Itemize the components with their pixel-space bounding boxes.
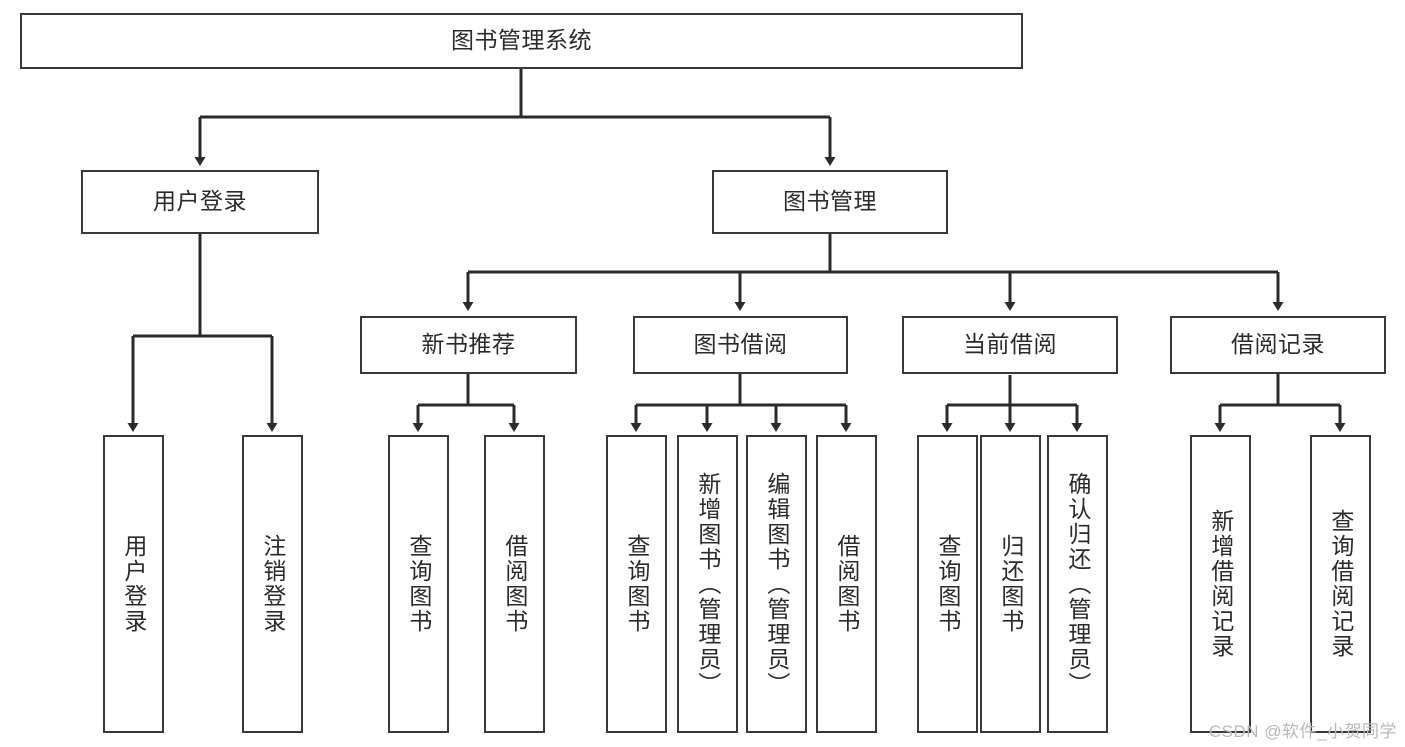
leaf-recommend-query-book[interactable]: 查询图书 bbox=[388, 435, 449, 733]
leaf-record-add[interactable]: 新增借阅记录 bbox=[1190, 435, 1251, 733]
leaf-current-return-book[interactable]: 归还图书 bbox=[980, 435, 1041, 733]
node-book-management-label: 图书管理 bbox=[783, 188, 877, 215]
leaf-borrow-add-book-label: 新增图书（管理员） bbox=[694, 471, 721, 697]
node-book-borrow[interactable]: 图书借阅 bbox=[633, 316, 848, 374]
leaf-borrow-borrow-book[interactable]: 借阅图书 bbox=[816, 435, 877, 733]
leaf-current-confirm-return[interactable]: 确认归还（管理员） bbox=[1047, 435, 1108, 733]
node-new-book-recommend[interactable]: 新书推荐 bbox=[360, 316, 577, 374]
leaf-current-confirm-return-label: 确认归还（管理员） bbox=[1064, 471, 1091, 697]
leaf-borrow-borrow-book-label: 借阅图书 bbox=[833, 534, 860, 634]
leaf-borrow-edit-book-label: 编辑图书（管理员） bbox=[763, 471, 790, 697]
leaf-borrow-add-book[interactable]: 新增图书（管理员） bbox=[677, 435, 738, 733]
leaf-recommend-borrow-book[interactable]: 借阅图书 bbox=[484, 435, 545, 733]
leaf-user-login[interactable]: 用户登录 bbox=[103, 435, 164, 733]
node-book-management[interactable]: 图书管理 bbox=[712, 170, 948, 234]
leaf-record-query[interactable]: 查询借阅记录 bbox=[1310, 435, 1371, 733]
leaf-recommend-borrow-book-label: 借阅图书 bbox=[501, 534, 528, 634]
node-book-borrow-label: 图书借阅 bbox=[693, 331, 788, 358]
node-user-login-label: 用户登录 bbox=[153, 188, 247, 215]
leaf-borrow-query-book[interactable]: 查询图书 bbox=[606, 435, 667, 733]
node-user-login[interactable]: 用户登录 bbox=[81, 170, 319, 234]
node-current-borrow-label: 当前借阅 bbox=[963, 331, 1057, 358]
node-borrow-record-label: 借阅记录 bbox=[1231, 331, 1325, 358]
leaf-current-query-book[interactable]: 查询图书 bbox=[917, 435, 978, 733]
node-current-borrow[interactable]: 当前借阅 bbox=[902, 316, 1118, 374]
leaf-current-query-book-label: 查询图书 bbox=[934, 534, 961, 634]
leaf-borrow-query-book-label: 查询图书 bbox=[623, 534, 650, 634]
node-root[interactable]: 图书管理系统 bbox=[20, 13, 1023, 69]
leaf-user-logout-label: 注销登录 bbox=[259, 534, 286, 634]
node-borrow-record[interactable]: 借阅记录 bbox=[1170, 316, 1386, 374]
leaf-user-login-label: 用户登录 bbox=[120, 534, 147, 634]
leaf-user-logout[interactable]: 注销登录 bbox=[242, 435, 303, 733]
node-root-label: 图书管理系统 bbox=[451, 27, 592, 54]
leaf-record-add-label: 新增借阅记录 bbox=[1207, 509, 1234, 659]
leaf-current-return-book-label: 归还图书 bbox=[997, 534, 1024, 634]
node-new-book-recommend-label: 新书推荐 bbox=[421, 331, 516, 358]
leaf-recommend-query-book-label: 查询图书 bbox=[405, 534, 432, 634]
leaf-record-query-label: 查询借阅记录 bbox=[1327, 509, 1354, 659]
leaf-borrow-edit-book[interactable]: 编辑图书（管理员） bbox=[746, 435, 807, 733]
